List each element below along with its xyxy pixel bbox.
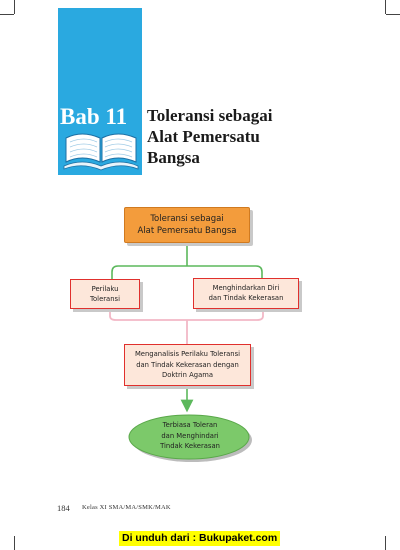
subtopic-box-line: Toleransi <box>90 295 120 303</box>
chapter-title-line: Alat Pemersatu <box>147 127 260 146</box>
subtopic-box-avoid-violence: Menghindarkan Diri dan Tindak Kekerasan <box>193 278 299 309</box>
chapter-title: Toleransi sebagai Alat Pemersatu Bangsa <box>147 105 357 168</box>
crop-mark <box>385 536 386 550</box>
analysis-box-line: dan Tindak Kekerasan dengan <box>136 360 239 369</box>
crop-mark <box>386 14 400 15</box>
result-ellipse <box>128 414 252 462</box>
book-title: Kelas XI SMA/MA/SMK/MAK <box>82 504 171 511</box>
subtopic-box-tolerance: Perilaku Toleransi <box>70 279 140 309</box>
result-ellipse-line: dan Menghindari <box>161 431 219 440</box>
subtopic-box-line: dan Tindak Kekerasan <box>208 294 284 302</box>
chapter-title-line: Bangsa <box>147 148 200 167</box>
crop-mark <box>385 0 386 14</box>
crop-mark <box>14 0 15 14</box>
topic-box-line: Toleransi sebagai <box>150 214 224 224</box>
subtopic-box-line: Menghindarkan Diri <box>212 284 280 292</box>
topic-box: Toleransi sebagai Alat Pemersatu Bangsa <box>124 207 250 243</box>
chapter-label: Bab 11 <box>60 104 128 129</box>
topic-box-line: Alat Pemersatu Bangsa <box>137 226 237 236</box>
analysis-box-line: Menganalisis Perilaku Toleransi <box>134 350 241 358</box>
open-book-icon <box>63 133 139 171</box>
download-source-banner: Di unduh dari : Bukupaket.com <box>119 531 281 546</box>
subtopic-box-line: Perilaku <box>91 285 119 293</box>
result-ellipse-line: Tindak Kekerasan <box>160 442 220 450</box>
analysis-box: Menganalisis Perilaku Toleransi dan Tind… <box>124 344 251 386</box>
crop-mark <box>14 536 15 550</box>
result-ellipse-text: Terbiasa Toleran dan Menghindari Tindak … <box>126 420 254 452</box>
analysis-box-line: Doktrin Agama <box>161 371 214 379</box>
crop-mark <box>0 14 14 15</box>
chapter-title-line: Toleransi sebagai <box>147 106 273 125</box>
page-number: 184 <box>57 503 70 513</box>
result-ellipse-line: Terbiasa Toleran <box>162 421 218 429</box>
